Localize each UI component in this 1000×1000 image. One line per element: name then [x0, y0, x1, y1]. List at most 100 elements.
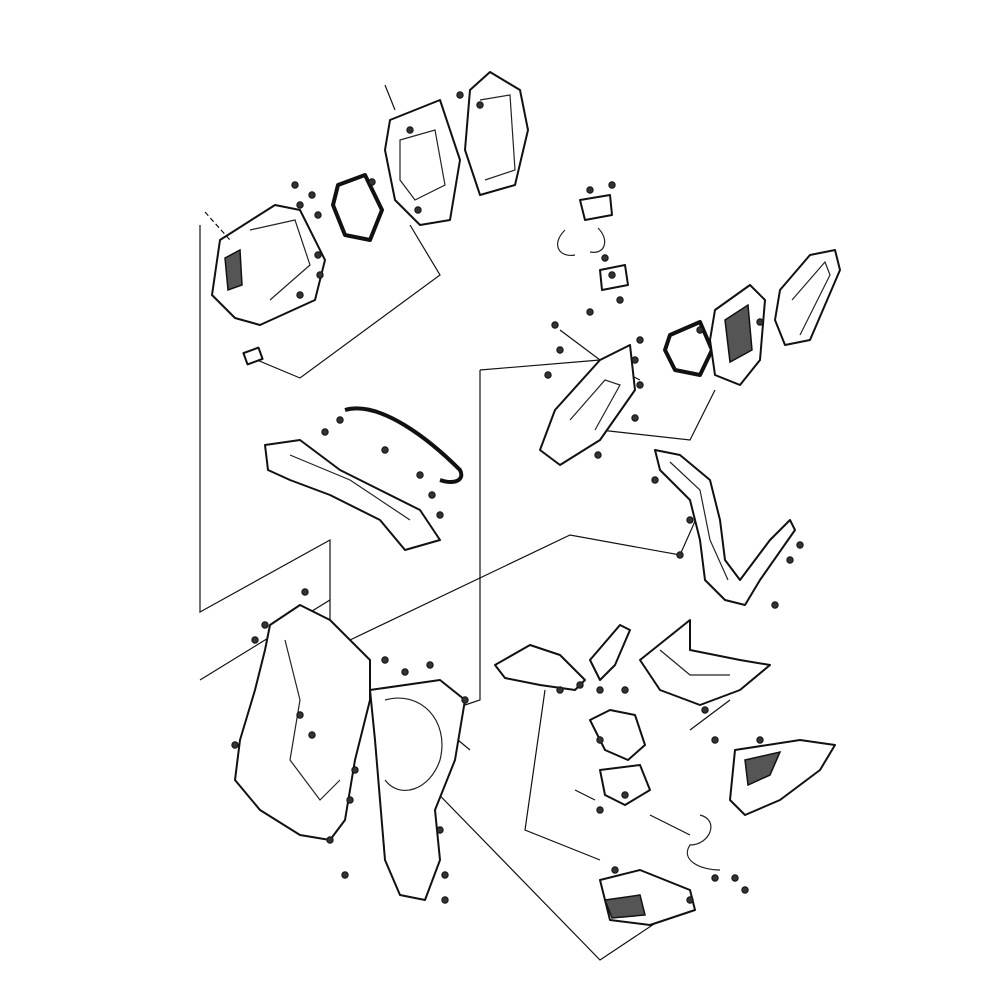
- gasket-ring-right: [663, 320, 714, 377]
- bolt-icon: [771, 601, 779, 609]
- bolt-icon: [586, 186, 594, 194]
- bolt-icon: [351, 766, 359, 774]
- bolt-icon: [596, 806, 604, 814]
- leader-line: [349, 509, 701, 641]
- left-side-panel: [464, 71, 529, 196]
- bolt-icon: [428, 491, 436, 499]
- bolt-icon: [586, 308, 594, 316]
- bolt-icon: [368, 178, 376, 186]
- leader-line: [244, 224, 441, 379]
- right-inner-cover: [654, 449, 796, 606]
- bolt-icon: [796, 541, 804, 549]
- bolt-icon: [308, 191, 316, 199]
- bolt-icon: [636, 381, 644, 389]
- bolt-icon: [231, 741, 239, 749]
- bolt-icon: [651, 476, 659, 484]
- leader-line: [479, 359, 601, 371]
- bolt-icon: [326, 836, 334, 844]
- bolt-icon: [601, 254, 609, 262]
- bolt-icon: [314, 251, 322, 259]
- bolt-icon: [476, 101, 484, 109]
- left-inner-frame: [264, 406, 464, 551]
- leader-lines: [199, 224, 731, 961]
- bolt-icon: [416, 471, 424, 479]
- bolt-icon: [621, 791, 629, 799]
- bolt-icon: [556, 346, 564, 354]
- fasteners: [231, 91, 804, 904]
- leader-line: [524, 689, 601, 861]
- leader-line: [599, 389, 716, 441]
- bolt-icon: [441, 871, 449, 879]
- bolt-icon: [441, 896, 449, 904]
- bolt-icon: [756, 736, 764, 744]
- bolt-icon: [381, 446, 389, 454]
- bolt-icon: [296, 201, 304, 209]
- bolt-icon: [786, 556, 794, 564]
- lower-center-parts: [574, 709, 721, 926]
- lower-left-main-cowl: [234, 604, 466, 901]
- lower-right-side-cowl: [729, 739, 836, 816]
- bolt-icon: [341, 871, 349, 879]
- bolt-icon: [261, 621, 269, 629]
- bolt-icon: [291, 181, 299, 189]
- leader-line: [414, 769, 691, 961]
- bolt-icon: [426, 661, 434, 669]
- bolt-icon: [346, 796, 354, 804]
- bolt-icon: [414, 206, 422, 214]
- gasket-ring-left: [331, 173, 384, 242]
- left-duct-cover: [204, 204, 326, 366]
- bolt-icon: [731, 874, 739, 882]
- bolt-icon: [461, 696, 469, 704]
- bolt-icon: [251, 636, 259, 644]
- bolt-icon: [596, 736, 604, 744]
- bolt-icon: [314, 211, 322, 219]
- bolt-icon: [456, 91, 464, 99]
- bolt-icon: [676, 551, 684, 559]
- bolt-icon: [594, 451, 602, 459]
- bolt-icon: [596, 686, 604, 694]
- bolt-icon: [701, 706, 709, 714]
- bolt-icon: [308, 731, 316, 739]
- bolt-icon: [621, 686, 629, 694]
- bolt-icon: [556, 686, 564, 694]
- bolt-icon: [296, 711, 304, 719]
- right-meter-housing: [709, 284, 766, 386]
- bolt-icon: [611, 866, 619, 874]
- bolt-icon: [608, 271, 616, 279]
- leader-line: [464, 370, 481, 706]
- bolt-icon: [381, 656, 389, 664]
- leader-line: [689, 699, 731, 731]
- bolt-icon: [741, 886, 749, 894]
- bolt-icon: [636, 336, 644, 344]
- right-side-panel: [774, 249, 841, 346]
- bolt-icon: [321, 428, 329, 436]
- leader-line: [199, 598, 331, 681]
- bolt-icon: [436, 511, 444, 519]
- bolt-icon: [406, 126, 414, 134]
- bolt-icon: [711, 736, 719, 744]
- bolt-icon: [608, 181, 616, 189]
- bolt-icon: [686, 516, 694, 524]
- bolt-icon: [616, 296, 624, 304]
- bolt-icon: [696, 326, 704, 334]
- bolt-icon: [436, 826, 444, 834]
- bolt-icon: [631, 414, 639, 422]
- bolt-icon: [401, 668, 409, 676]
- bolt-icon: [631, 356, 639, 364]
- right-bracket-assembly: [539, 194, 636, 466]
- bolt-icon: [296, 291, 304, 299]
- lower-right-top-panels: [494, 619, 771, 706]
- bolt-icon: [686, 896, 694, 904]
- bolt-icon: [576, 681, 584, 689]
- bolt-icon: [336, 416, 344, 424]
- left-meter-housing: [384, 84, 461, 226]
- bolt-icon: [711, 874, 719, 882]
- bolt-icon: [544, 371, 552, 379]
- bolt-icon: [551, 321, 559, 329]
- bolt-icon: [316, 271, 324, 279]
- bolt-icon: [756, 318, 764, 326]
- leader-line: [199, 225, 331, 614]
- bolt-icon: [301, 588, 309, 596]
